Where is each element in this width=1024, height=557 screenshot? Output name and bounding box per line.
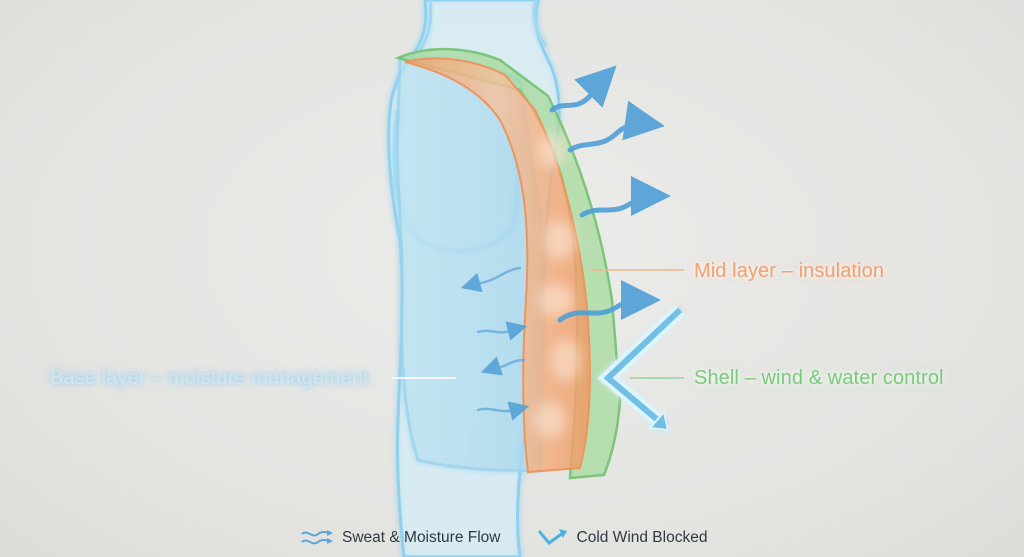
moisture-wave-icon	[301, 530, 333, 545]
mid-layer-label: Mid layer – insulation	[694, 260, 885, 282]
legend-item-wind: Cold Wind Blocked	[535, 527, 708, 549]
wind-blocked-icon	[537, 529, 567, 546]
legend-moisture-label: Sweat & Moisture Flow	[342, 529, 501, 546]
fleece-texture	[534, 132, 580, 438]
legend: Sweat & Moisture Flow Cold Wind Blocked	[300, 526, 707, 550]
legend-wind-label: Cold Wind Blocked	[576, 529, 708, 546]
cold-wind-arrow	[597, 304, 685, 432]
shell-layer-label: Shell – wind & water control	[694, 367, 944, 389]
internal-moisture-arrows	[460, 266, 530, 421]
base-layer-label: Base layer – moisture management	[50, 367, 369, 389]
moisture-escape-arrows	[549, 65, 671, 323]
legend-item-moisture: Sweat & Moisture Flow	[300, 527, 501, 549]
